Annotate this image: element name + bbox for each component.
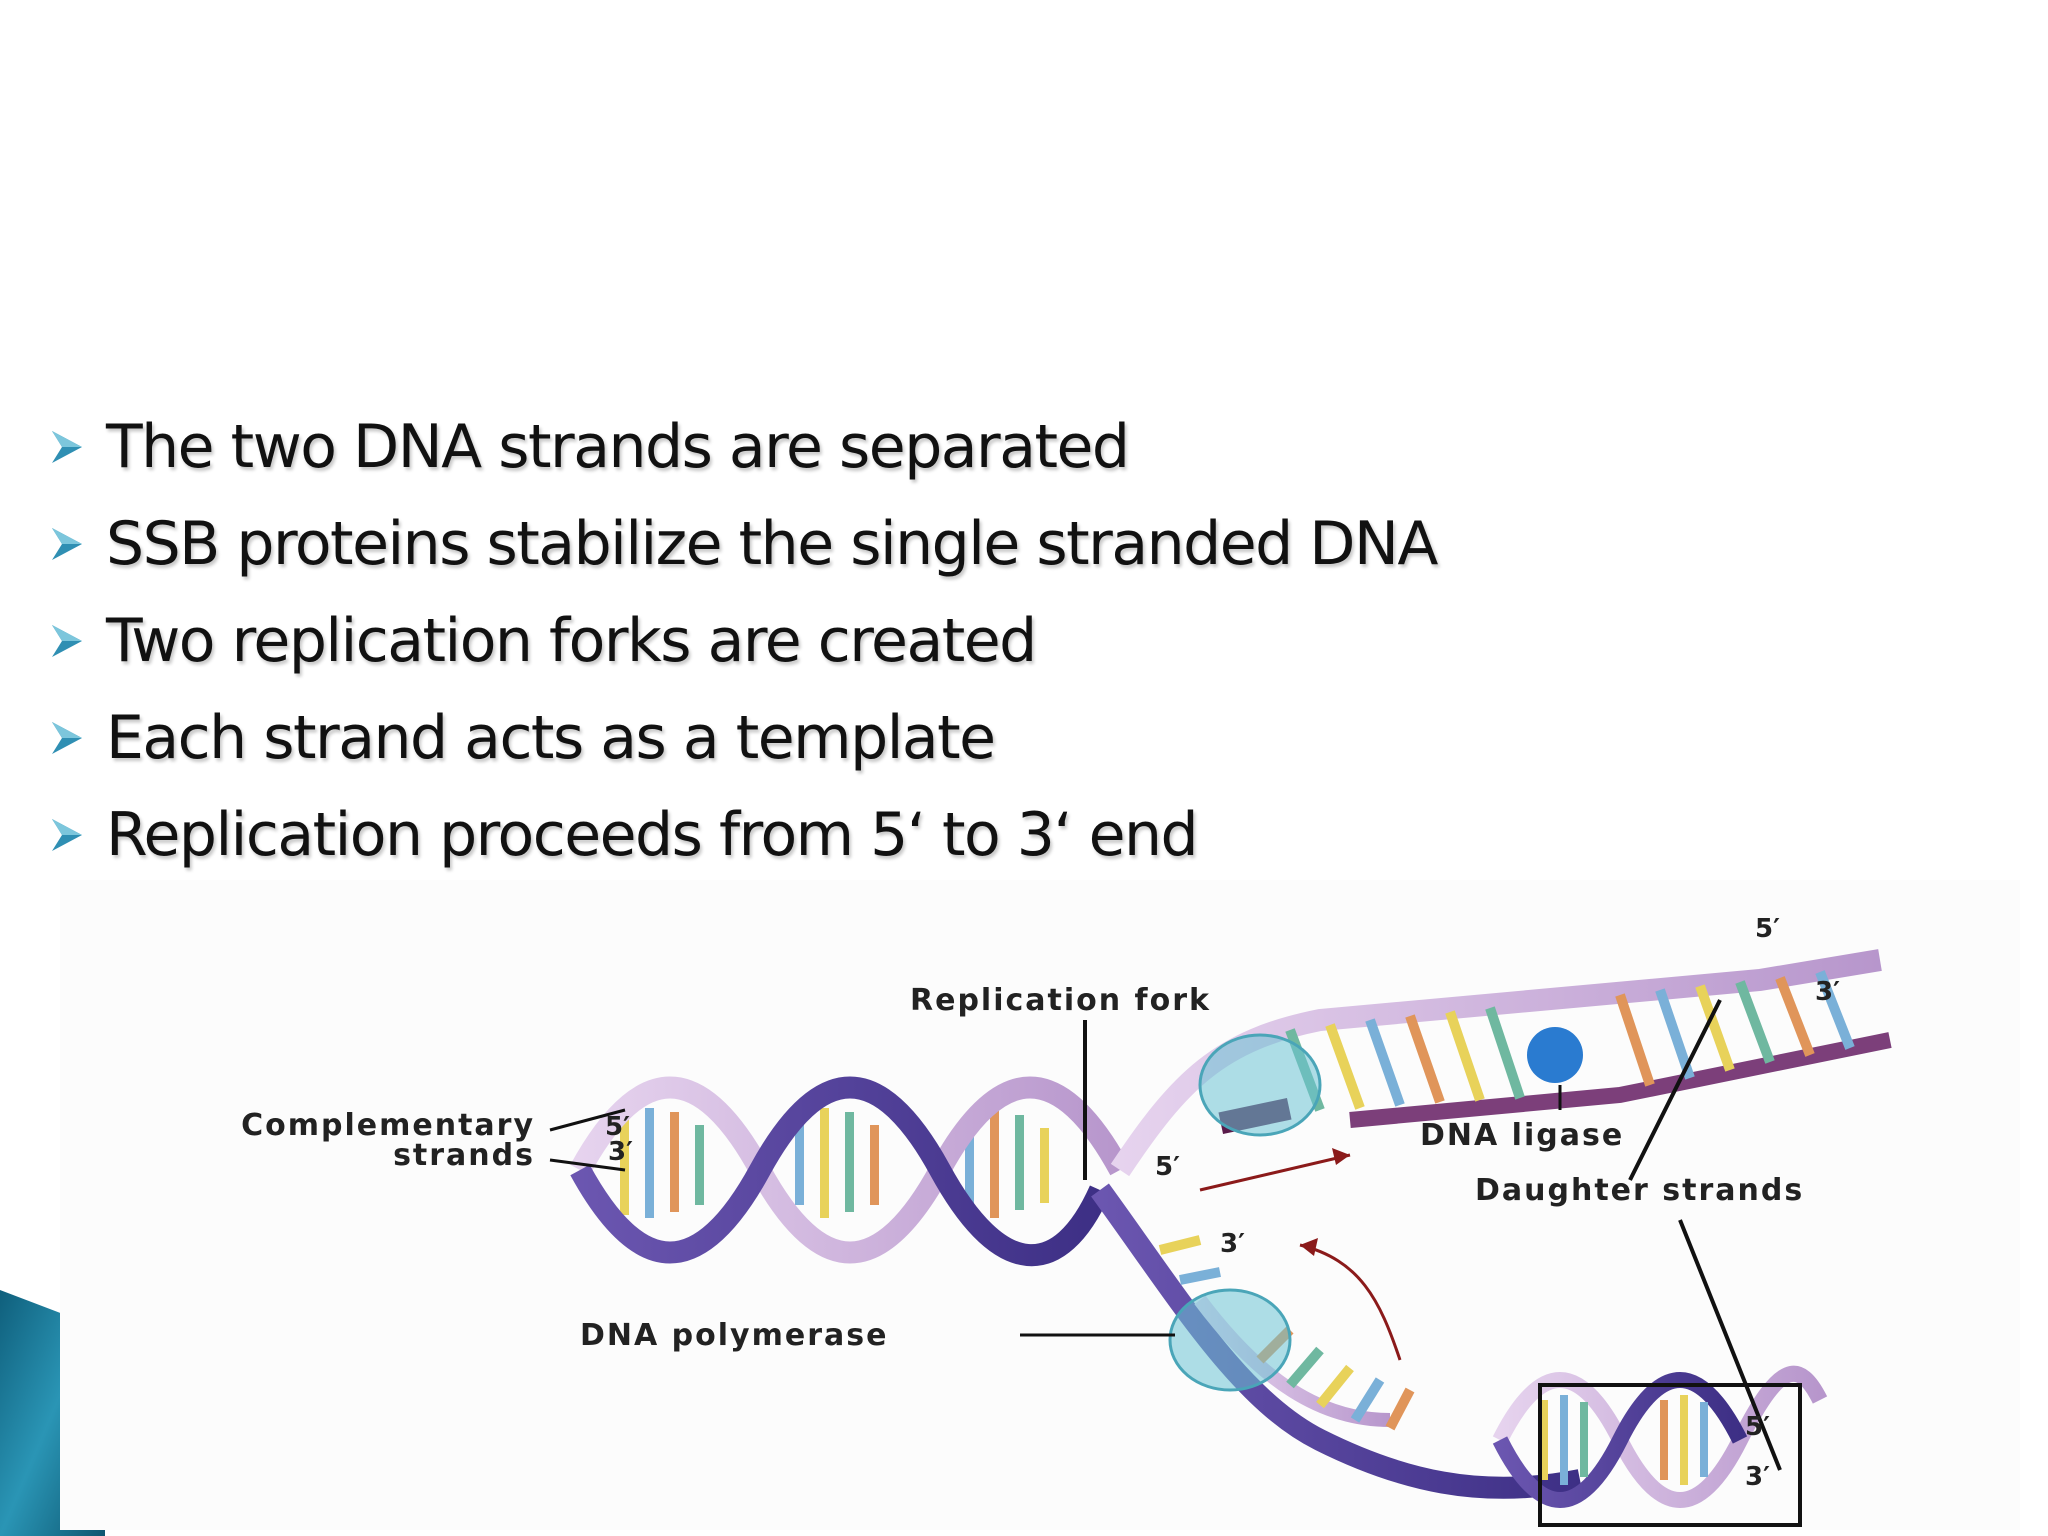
helix-backbones-left	[570, 1076, 1130, 1267]
upper-base-pairs	[1285, 970, 1855, 1112]
bullet-text: Each strand acts as a template	[106, 702, 996, 773]
bullet-text: SSB proteins stabilize the single strand…	[106, 508, 1438, 579]
arrowhead-bullet-icon	[52, 527, 82, 560]
arrowhead-bullet-icon	[52, 818, 82, 851]
five-prime-label: 5′	[1755, 914, 1780, 944]
bullet-item: SSB proteins stabilize the single strand…	[48, 495, 1438, 592]
daughter-strands-label: Daughter strands	[1475, 1173, 1804, 1208]
dna-replication-diagram: Replication fork Complementary strands D…	[60, 880, 2020, 1530]
three-prime-label: 3′	[1745, 1462, 1770, 1492]
three-prime-label: 3′	[1220, 1229, 1245, 1259]
arrowhead-bullet-icon	[52, 430, 82, 463]
dna-polymerase-shape	[1168, 1288, 1292, 1392]
replication-fork-label: Replication fork	[910, 983, 1211, 1018]
label-leader-lines	[549, 999, 1782, 1471]
arrowhead-bullet-icon	[52, 721, 82, 754]
synthesis-direction-arrows	[1199, 1148, 1402, 1361]
helix-base-pairs-left	[620, 1108, 1049, 1218]
arrowhead-bullet-icon	[52, 624, 82, 657]
bullet-item: Two replication forks are created	[48, 592, 1437, 689]
bullet-item: The two DNA strands are separated	[48, 398, 1437, 495]
five-prime-label: 5′	[1155, 1152, 1180, 1182]
bullet-text: Two replication forks are created	[106, 605, 1037, 676]
complementary-label: Complementary	[241, 1108, 535, 1143]
daughter-strands-box	[1538, 1383, 1802, 1527]
five-prime-label: 5′	[605, 1112, 630, 1142]
bullet-list: The two DNA strands are separated SSB pr…	[48, 398, 1438, 883]
three-prime-label: 3′	[608, 1137, 633, 1167]
daughter-helix	[1492, 1365, 1828, 1508]
bullet-text: The two DNA strands are separated	[106, 411, 1130, 482]
dna-ligase-shape	[1527, 1027, 1583, 1083]
dna-polymerase-label: DNA polymerase	[580, 1318, 888, 1353]
strands-label: strands	[393, 1138, 535, 1173]
bullet-item: Each strand acts as a template	[48, 689, 1437, 786]
five-prime-label: 5′	[1745, 1412, 1770, 1442]
helicase-shape	[1198, 1033, 1322, 1137]
bullet-text: Replication proceeds from 5‘ to 3‘ end	[106, 799, 1199, 870]
three-prime-label: 3′	[1815, 977, 1840, 1007]
dna-ligase-label: DNA ligase	[1420, 1118, 1624, 1153]
bullet-item: Replication proceeds from 5‘ to 3‘ end	[48, 786, 1437, 883]
